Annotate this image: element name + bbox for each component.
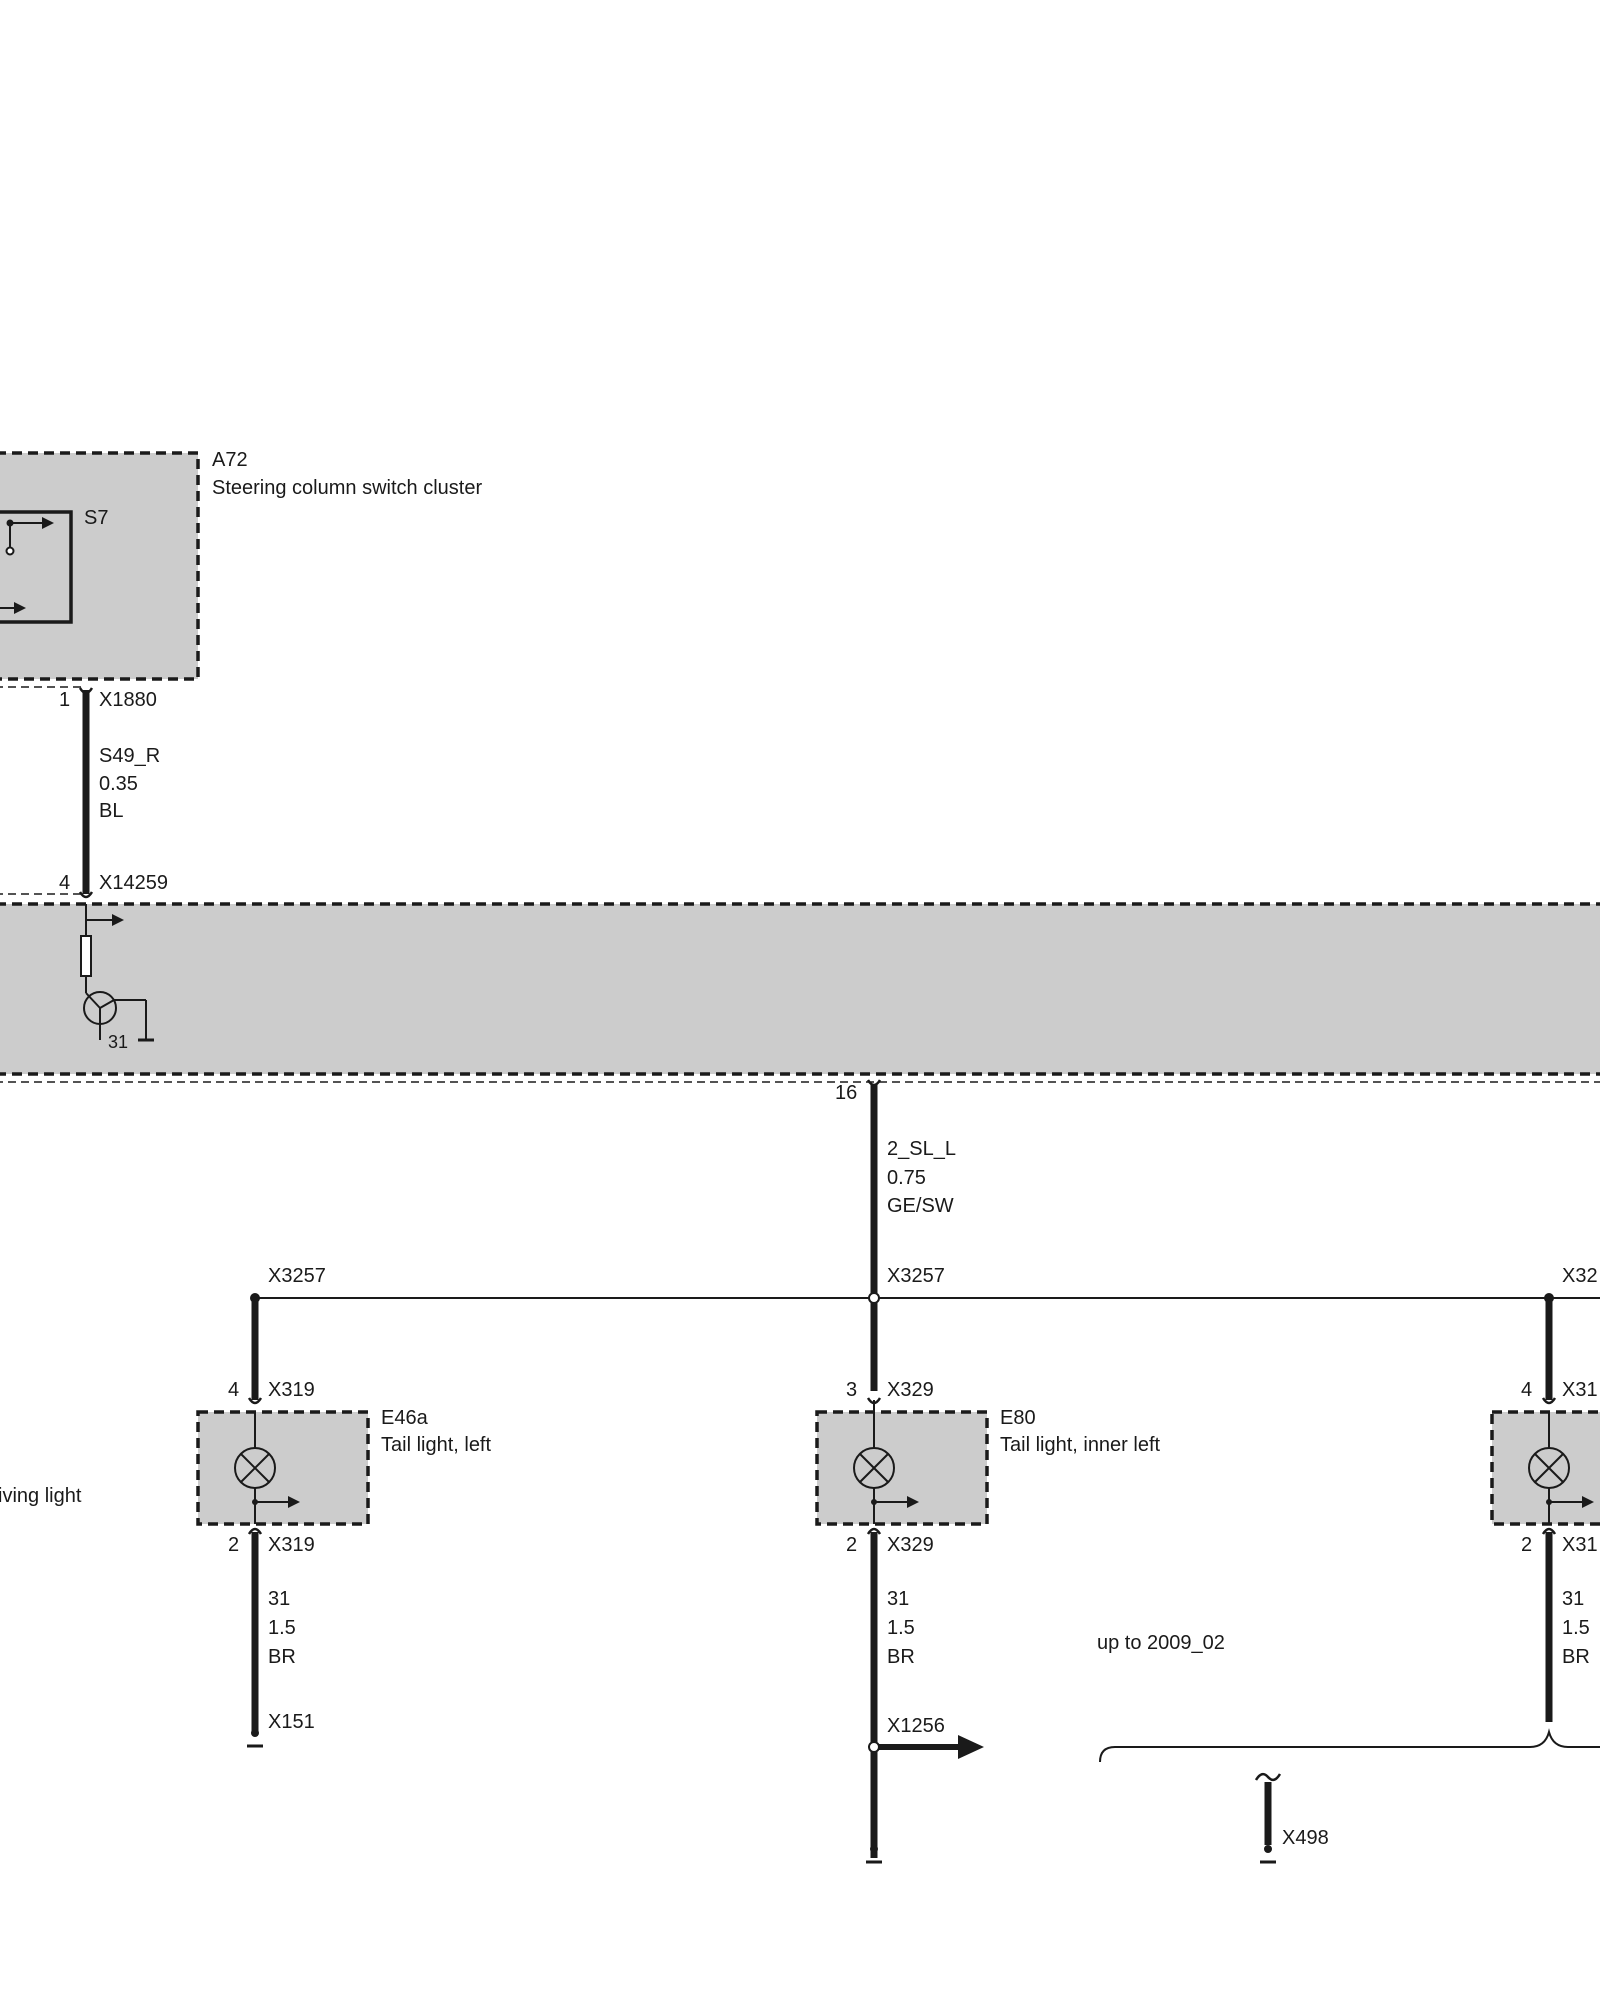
switch-s7-label: S7 bbox=[84, 507, 108, 529]
wire-s49-size: 0.35 bbox=[99, 773, 138, 795]
connector-x31-top-icon bbox=[1541, 1397, 1557, 1405]
ground-x498-label: X498 bbox=[1282, 1827, 1329, 1849]
splice-node-center bbox=[868, 1292, 880, 1304]
right-top-pin: 4 bbox=[1521, 1379, 1532, 1401]
e80-name: Tail light, inner left bbox=[1000, 1434, 1161, 1456]
tail-light-e80[interactable] bbox=[815, 1400, 989, 1526]
wire-s49-signal: S49_R bbox=[99, 745, 160, 767]
e80-top-pin: 3 bbox=[846, 1379, 857, 1401]
right-top-connector: X31 bbox=[1562, 1379, 1598, 1401]
right-wire-color: BR bbox=[1562, 1646, 1590, 1668]
e46a-wire-size: 1.5 bbox=[268, 1617, 296, 1639]
ground-end-node bbox=[870, 1845, 878, 1853]
module-main[interactable] bbox=[0, 902, 1600, 1083]
connector-x1880-label: X1880 bbox=[99, 689, 157, 711]
e80-wire-color: BR bbox=[887, 1646, 915, 1668]
tail-light-right[interactable] bbox=[1490, 1410, 1600, 1526]
e80-bottom-connector: X329 bbox=[887, 1534, 934, 1556]
module-a72[interactable] bbox=[0, 451, 200, 688]
splice-left-label: X3257 bbox=[268, 1265, 326, 1287]
e46a-id: E46a bbox=[381, 1407, 429, 1429]
e46a-top-pin: 4 bbox=[228, 1379, 239, 1401]
ground-x151-label: X151 bbox=[268, 1711, 315, 1733]
wire-sl-signal: 2_SL_L bbox=[887, 1138, 956, 1160]
module-a72-id: A72 bbox=[212, 449, 248, 471]
e80-wire-signal: 31 bbox=[887, 1588, 909, 1610]
e46a-wire-signal: 31 bbox=[268, 1588, 290, 1610]
ground-31-label: 31 bbox=[108, 1032, 128, 1052]
connector-pin16-icon bbox=[866, 1079, 882, 1087]
e46a-bottom-pin: 2 bbox=[228, 1534, 239, 1556]
splice-right-label: X32 bbox=[1562, 1265, 1598, 1287]
variant-note: up to 2009_02 bbox=[1097, 1632, 1225, 1654]
connector-x1880-icon bbox=[78, 687, 94, 695]
e80-bottom-pin: 2 bbox=[846, 1534, 857, 1556]
connector-x31-bottom-icon bbox=[1541, 1527, 1557, 1535]
right-wire-signal: 31 bbox=[1562, 1588, 1584, 1610]
wire-break-icon bbox=[1254, 1772, 1282, 1782]
right-bottom-pin: 2 bbox=[1521, 1534, 1532, 1556]
e46a-name: Tail light, left bbox=[381, 1434, 491, 1456]
transistor-driver-icon bbox=[80, 904, 154, 1042]
wire-sl-color: GE/SW bbox=[887, 1195, 954, 1217]
e46a-wire-color: BR bbox=[268, 1646, 296, 1668]
pin-16: 16 bbox=[835, 1082, 857, 1104]
e46a-top-connector: X319 bbox=[268, 1379, 315, 1401]
pin-x1880: 1 bbox=[59, 689, 70, 711]
connector-x14259-icon bbox=[78, 891, 94, 899]
switch-s7-box bbox=[0, 510, 73, 624]
splice-center-label: X3257 bbox=[887, 1265, 945, 1287]
left-cut-label: iving light bbox=[0, 1485, 82, 1507]
e80-wire-size: 1.5 bbox=[887, 1617, 915, 1639]
ground-x151-node bbox=[251, 1729, 259, 1737]
e80-top-connector: X329 bbox=[887, 1379, 934, 1401]
ground-x1256-label: X1256 bbox=[887, 1715, 945, 1737]
ground-x1256-node bbox=[868, 1741, 880, 1753]
ground-x498-node bbox=[1264, 1845, 1272, 1853]
switch-contact-icon bbox=[0, 517, 54, 614]
wire-sl-size: 0.75 bbox=[887, 1167, 926, 1189]
module-a72-name: Steering column switch cluster bbox=[212, 477, 482, 499]
connector-x329-bottom-icon bbox=[866, 1527, 882, 1535]
variant-bracket bbox=[1099, 1728, 1600, 1763]
right-wire-size: 1.5 bbox=[1562, 1617, 1590, 1639]
connector-x14259-label: X14259 bbox=[99, 872, 168, 894]
wire-s49-color: BL bbox=[99, 800, 123, 822]
e46a-bottom-connector: X319 bbox=[268, 1534, 315, 1556]
connector-x319-top-icon bbox=[247, 1397, 263, 1405]
connector-x319-bottom-icon bbox=[247, 1527, 263, 1535]
pin-x14259: 4 bbox=[59, 872, 70, 894]
arrow-head bbox=[958, 1735, 984, 1759]
right-bottom-connector: X31 bbox=[1562, 1534, 1598, 1556]
tail-light-e46a[interactable] bbox=[196, 1410, 370, 1526]
e80-id: E80 bbox=[1000, 1407, 1036, 1429]
